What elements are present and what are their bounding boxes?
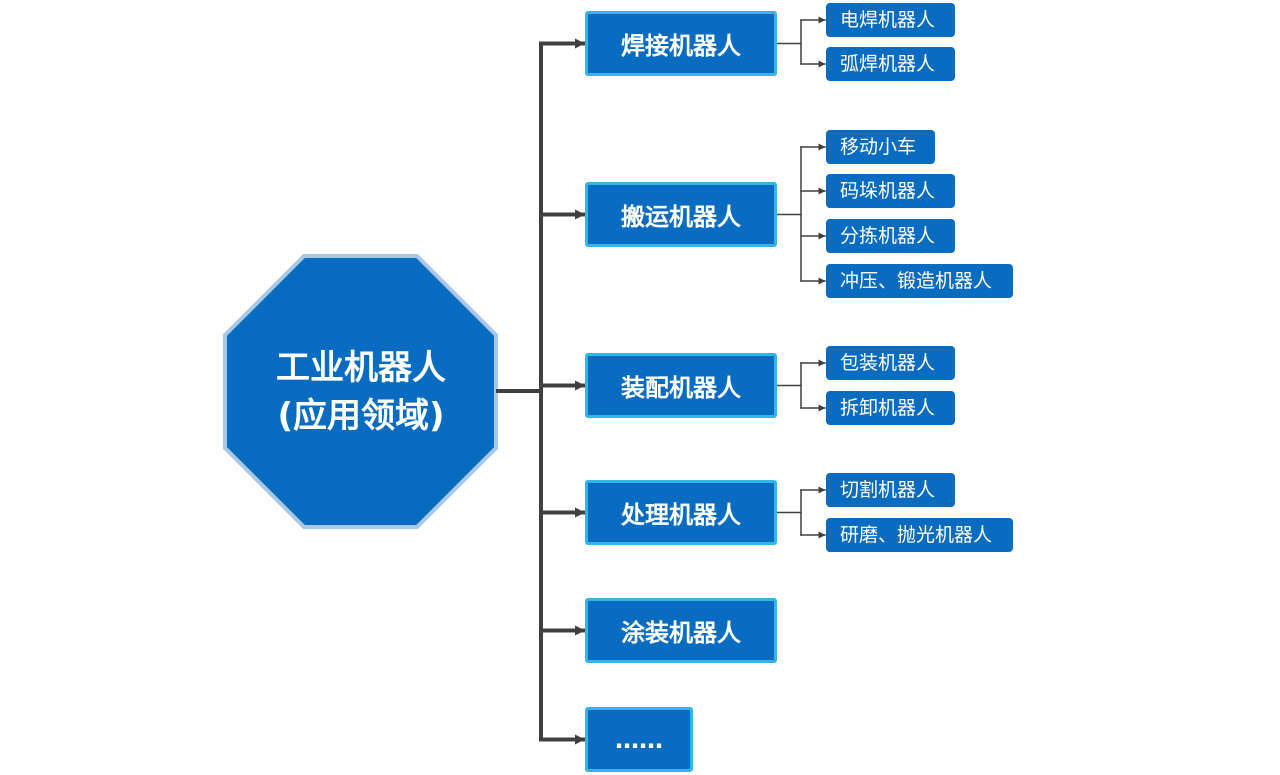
category-node-1[interactable]: 搬运机器人 <box>585 182 777 247</box>
sub-node-0-1[interactable]: 弧焊机器人 <box>826 47 955 81</box>
sub-node-2-1[interactable]: 拆卸机器人 <box>826 391 955 425</box>
sub-node-1-2[interactable]: 分拣机器人 <box>826 219 955 253</box>
root-title-line2: (应用领域) <box>277 396 445 436</box>
sub-node-3-0[interactable]: 切割机器人 <box>826 473 955 507</box>
category-node-0[interactable]: 焊接机器人 <box>585 11 777 76</box>
sub-node-1-0[interactable]: 移动小车 <box>826 130 935 164</box>
category-node-5[interactable]: …… <box>585 707 693 772</box>
sub-node-3-1[interactable]: 研磨、抛光机器人 <box>826 518 1013 552</box>
sub-node-2-0[interactable]: 包装机器人 <box>826 346 955 380</box>
sub-node-0-0[interactable]: 电焊机器人 <box>826 3 955 37</box>
sub-node-1-1[interactable]: 码垛机器人 <box>826 174 955 208</box>
root-octagon <box>223 254 498 529</box>
sub-node-1-3[interactable]: 冲压、锻造机器人 <box>826 264 1013 298</box>
root-title-line1: 工业机器人 <box>276 348 446 388</box>
category-node-2[interactable]: 装配机器人 <box>585 353 777 418</box>
category-node-3[interactable]: 处理机器人 <box>585 480 777 545</box>
category-node-4[interactable]: 涂装机器人 <box>585 598 777 663</box>
